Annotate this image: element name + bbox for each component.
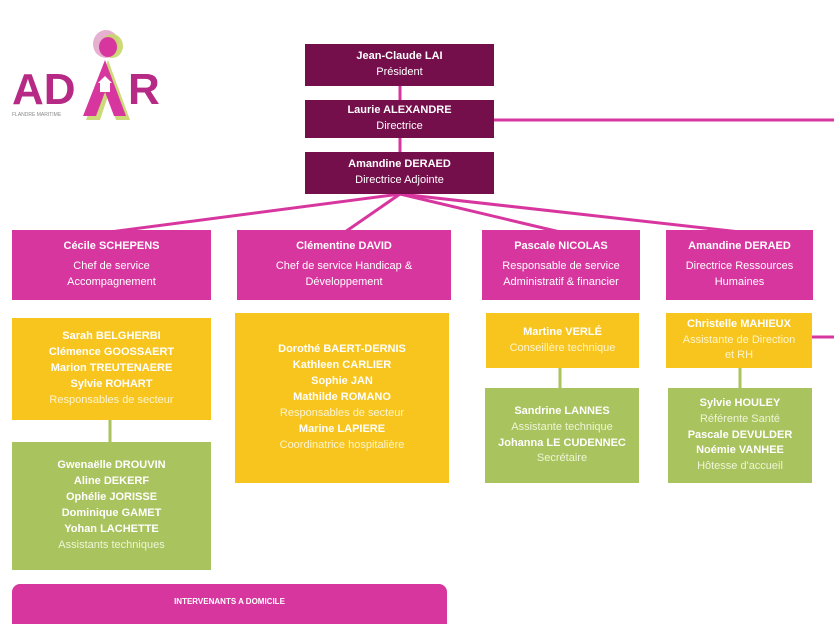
footer-banner: INTERVENANTS A DOMICILE: [12, 584, 447, 624]
person-name: Pascale DEVULDER: [687, 428, 793, 441]
deputy-role: Directrice Adjointe: [355, 174, 444, 186]
head-box-1: Cécile SCHEPENS Chef de service Accompag…: [12, 230, 211, 300]
col2-yellow-box: Dorothé BAERT-DERNIS Kathleen CARLIER So…: [235, 313, 449, 483]
person-name: Sandrine LANNES: [514, 404, 610, 417]
col4-yellow-box: Christelle MAHIEUX Assistante de Directi…: [666, 313, 812, 368]
person-name: Sophie JAN: [311, 375, 373, 388]
person-name: Ophélie JORISSE: [65, 491, 158, 504]
col4-green-box: Sylvie HOULEY Référente Santé Pascale DE…: [668, 388, 812, 483]
head-name: Cécile SCHEPENS: [63, 240, 160, 253]
person-name: Clémence GOOSSAERT: [48, 346, 175, 359]
person-role: Conseillère technique: [509, 341, 616, 354]
person-name: Mathilde ROMANO: [293, 391, 391, 404]
person-name: Christelle MAHIEUX: [687, 317, 791, 330]
logo-tagline: FLANDRE MARITIME: [12, 112, 62, 118]
connector-deputy-head3: [399, 192, 561, 234]
person-name: Sylvie ROHART: [70, 377, 153, 390]
deputy-name: Amandine DERAED: [348, 158, 451, 171]
person-name: Sylvie HOULEY: [699, 396, 781, 409]
person-role: Assistante technique: [511, 420, 613, 433]
head-box-3: Pascale NICOLAS Responsable de service A…: [482, 230, 640, 300]
person-name: Dominique GAMET: [61, 507, 162, 519]
head-box-4: Amandine DERAED Directrice Ressources Hu…: [666, 230, 813, 300]
head-role: Directrice Ressources Humaines: [685, 260, 794, 288]
person-name: Aline DEKERF: [73, 475, 150, 488]
col1-yellow-box: Sarah BELGHERBI Clémence GOOSSAERT Mario…: [12, 318, 211, 420]
person-role: Référente Santé: [699, 412, 781, 425]
head-box-2: Clémentine DAVID Chef de service Handica…: [237, 230, 451, 300]
person-name: Yohan LACHETTE: [64, 522, 159, 535]
person-name: Johanna LE CUDENNEC: [498, 436, 626, 449]
president-box: Jean-Claude LAI Président: [305, 44, 494, 86]
head-role: Chef de service Accompagnement: [67, 260, 156, 288]
president-name: Jean-Claude LAI: [356, 50, 443, 63]
person-name: Dorothé BAERT-DERNIS: [278, 343, 406, 356]
person-role: Hôtesse d'accueil: [697, 460, 783, 473]
person-name: Marion TREUTENAERE: [50, 362, 173, 375]
person-role: Responsables de secteur: [279, 406, 405, 419]
col3-yellow-box: Martine VERLÉ Conseillère technique: [486, 313, 639, 368]
person-role: Assistants techniques: [58, 538, 165, 551]
adar-logo: AD R FLANDRE MARITIME: [8, 12, 178, 122]
logo-text-right: R: [128, 65, 160, 114]
col1-green-box: Gwenaëlle DROUVIN Aline DEKERF Ophélie J…: [12, 442, 211, 570]
person-role: Secrétaire: [536, 452, 588, 465]
footer-label: INTERVENANTS A DOMICILE: [174, 597, 285, 606]
adar-logo-graphic: AD R FLANDRE MARITIME: [12, 30, 160, 120]
person-name: Sarah BELGHERBI: [62, 330, 161, 343]
col3-green-box: Sandrine LANNES Assistante technique Joh…: [485, 388, 639, 483]
head-name: Clémentine DAVID: [296, 240, 392, 253]
president-role: Président: [376, 66, 423, 78]
person-name: Gwenaëlle DROUVIN: [57, 459, 166, 472]
person-role: Responsables de secteur: [49, 393, 174, 406]
person-name: Martine VERLÉ: [523, 325, 602, 338]
person-name: Kathleen CARLIER: [292, 359, 392, 372]
connector-deputy-head2: [344, 192, 401, 234]
head-role: Chef de service Handicap & Développement: [275, 260, 413, 288]
person-role: Coordinatrice hospitalière: [279, 438, 405, 451]
director-role: Directrice: [376, 120, 423, 132]
director-name: Laurie ALEXANDRE: [347, 104, 452, 117]
head-name: Amandine DERAED: [688, 240, 791, 253]
connector-deputy-head1: [109, 192, 401, 234]
head-role: Responsable de service Administratif & f…: [502, 260, 620, 288]
deputy-box: Amandine DERAED Directrice Adjointe: [305, 152, 494, 194]
person-name: Marine LAPIERE: [298, 422, 386, 435]
director-box: Laurie ALEXANDRE Directrice: [305, 100, 494, 138]
connector-deputy-head4: [399, 192, 741, 234]
person-name: Noémie VANHEE: [696, 444, 784, 457]
person-role: Assistante de Direction et RH: [682, 333, 796, 362]
logo-text-left: AD: [12, 65, 76, 114]
head-name: Pascale NICOLAS: [514, 240, 608, 253]
